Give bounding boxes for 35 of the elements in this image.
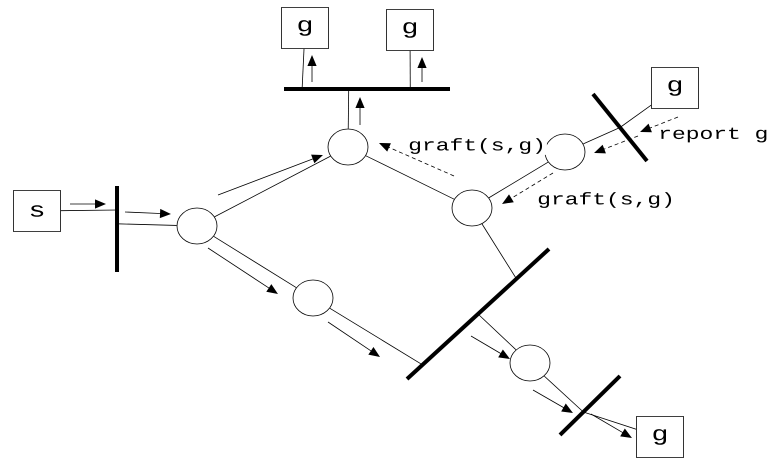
host-box: g xyxy=(651,67,699,109)
host-box: s xyxy=(13,190,61,232)
lan-bar xyxy=(284,87,450,91)
router-ellipse xyxy=(176,208,218,244)
lan-bar xyxy=(115,186,119,272)
link-line xyxy=(214,156,331,218)
host-box: g xyxy=(386,9,434,51)
message-label: graft(s,g) xyxy=(536,191,676,209)
link-line xyxy=(478,314,516,350)
link-line xyxy=(488,162,548,198)
router-ellipse xyxy=(292,280,334,316)
lan-bar xyxy=(558,374,622,436)
router-ellipse xyxy=(328,128,368,166)
link-line xyxy=(366,155,454,200)
link-line xyxy=(330,308,423,366)
link-line xyxy=(582,127,620,144)
link-line xyxy=(482,224,517,280)
lan-bar xyxy=(591,92,649,162)
router-ellipse xyxy=(544,134,586,170)
link-line xyxy=(544,376,584,412)
link-line xyxy=(410,50,411,90)
link-line xyxy=(302,48,304,90)
link-line xyxy=(116,223,178,226)
link-line xyxy=(60,210,118,212)
link-line xyxy=(213,236,297,288)
router-ellipse xyxy=(510,344,550,382)
host-box: g xyxy=(636,416,684,458)
message-label: report g xyxy=(657,126,770,144)
lan-bar xyxy=(406,248,550,380)
router-ellipse xyxy=(452,190,492,226)
link-line xyxy=(582,412,636,430)
host-box: g xyxy=(281,7,329,49)
message-label: graft(s,g) xyxy=(407,137,547,155)
link-line xyxy=(620,104,652,128)
link-line xyxy=(348,88,350,129)
